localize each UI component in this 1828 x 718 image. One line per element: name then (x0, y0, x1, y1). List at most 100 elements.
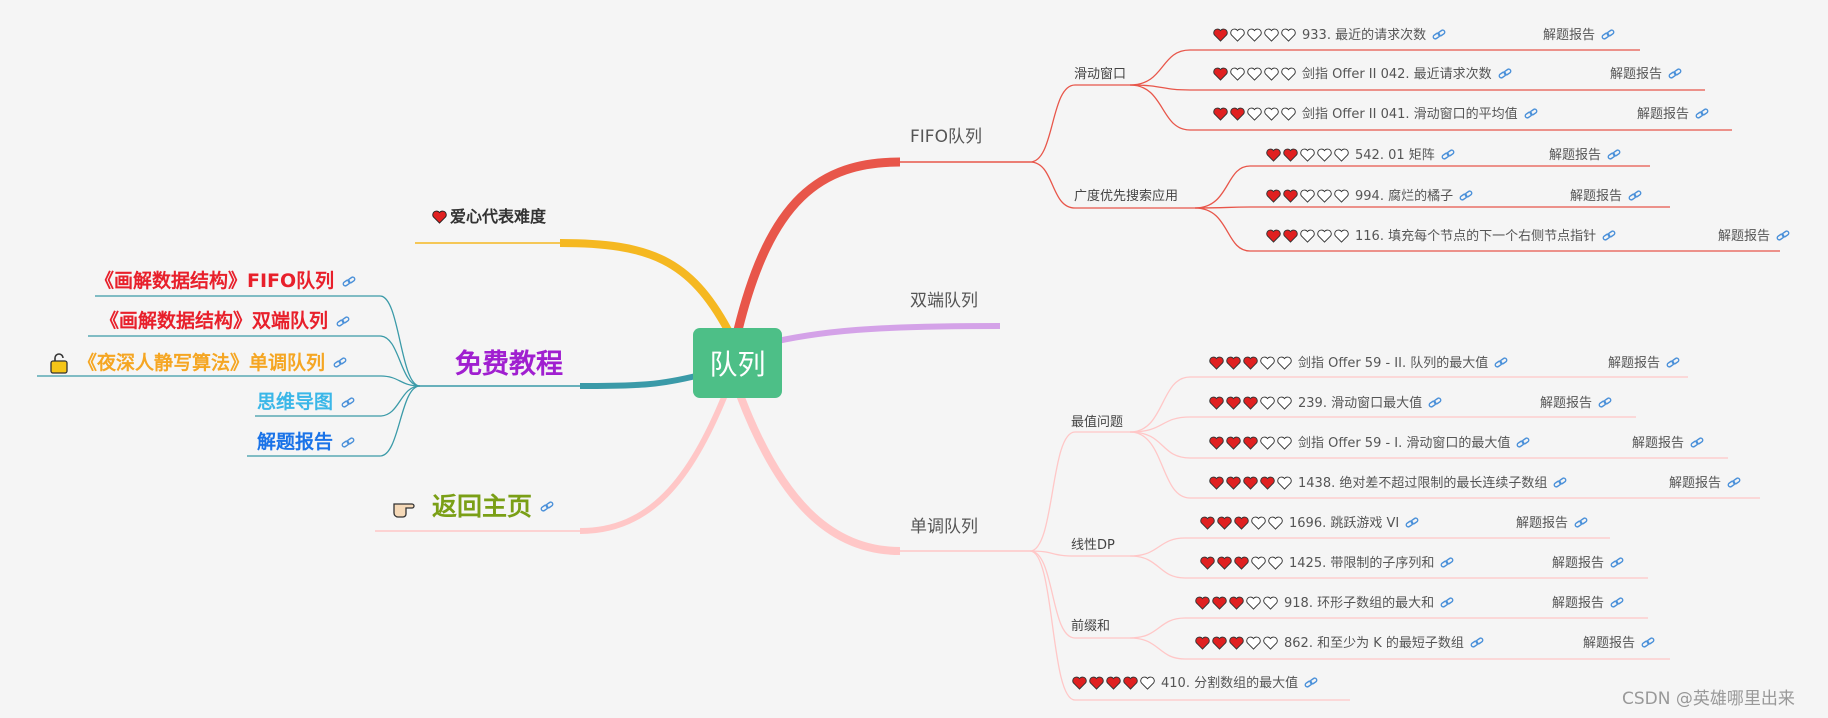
problem-item[interactable]: 116. 填充每个节点的下一个右侧节点指针 (1266, 229, 1616, 243)
problem-item[interactable]: 剑指 Offer II 042. 最近请求次数 (1213, 67, 1512, 81)
heart-empty-icon (1334, 229, 1349, 243)
link-icon[interactable] (1695, 107, 1709, 121)
heart-empty-icon (1300, 148, 1315, 162)
link-icon[interactable] (1690, 436, 1704, 450)
problem-item[interactable]: 239. 滑动窗口最大值 (1209, 396, 1442, 410)
report-link[interactable]: 解题报告 (1516, 516, 1588, 530)
link-icon[interactable] (333, 356, 347, 370)
report-link[interactable]: 解题报告 (1632, 436, 1704, 450)
report-link[interactable]: 解题报告 (1543, 28, 1615, 42)
tutorial-link-fifo[interactable]: 《画解数据结构》FIFO队列 (95, 272, 356, 291)
home-link[interactable]: 返回主页 (392, 494, 554, 519)
branch-mono[interactable]: 单调队列 (910, 517, 978, 537)
link-icon[interactable] (1405, 516, 1419, 530)
report-link[interactable]: 解题报告 (1570, 189, 1642, 203)
problem-item[interactable]: 994. 腐烂的橘子 (1266, 189, 1473, 203)
report-label: 解题报告 (1540, 395, 1593, 411)
problem-item[interactable]: 862. 和至少为 K 的最短子数组 (1195, 636, 1484, 650)
heart-filled-icon (1195, 636, 1210, 650)
report-link[interactable]: 解题报告 (1669, 476, 1741, 490)
report-link[interactable]: 解题报告 (1608, 356, 1680, 370)
link-icon[interactable] (1610, 596, 1624, 610)
link-icon[interactable] (1440, 596, 1454, 610)
tutorial-link-deque[interactable]: 《画解数据结构》双端队列 (100, 312, 350, 331)
report-link[interactable]: 解题报告 (1552, 556, 1624, 570)
branch-fifo[interactable]: FIFO队列 (910, 127, 982, 147)
report-link[interactable]: 解题报告 (1549, 148, 1621, 162)
heart-empty-icon (1251, 516, 1266, 530)
report-link[interactable]: 解题报告 (1610, 67, 1682, 81)
heart-filled-icon (1243, 436, 1258, 450)
report-label: 解题报告 (1637, 106, 1690, 122)
link-icon[interactable] (1304, 676, 1318, 690)
link-icon[interactable] (1516, 436, 1530, 450)
link-icon[interactable] (1628, 189, 1642, 203)
root-node[interactable]: 队列 (693, 328, 782, 398)
link-icon[interactable] (1727, 476, 1741, 490)
tutorial-link-reports[interactable]: 解题报告 (257, 433, 355, 452)
problem-item[interactable]: 剑指 Offer II 041. 滑动窗口的平均值 (1213, 107, 1538, 121)
link-icon[interactable] (1668, 67, 1682, 81)
link-icon[interactable] (1459, 189, 1473, 203)
sub-bfs[interactable]: 广度优先搜索应用 (1074, 189, 1179, 204)
problem-item[interactable]: 410. 分割数组的最大值 (1072, 676, 1318, 690)
report-link[interactable]: 解题报告 (1718, 229, 1790, 243)
link-icon[interactable] (1666, 356, 1680, 370)
link-icon[interactable] (1440, 556, 1454, 570)
difficulty-hearts (1266, 229, 1349, 243)
link-icon[interactable] (1607, 148, 1621, 162)
sub-prefix-sum[interactable]: 前缀和 (1071, 619, 1111, 634)
link-icon[interactable] (341, 436, 355, 450)
link-icon[interactable] (1441, 148, 1455, 162)
link-icon[interactable] (1641, 636, 1655, 650)
problem-item[interactable]: 542. 01 矩阵 (1266, 148, 1455, 162)
legend-heart-difficulty: 爱心代表难度 (432, 209, 546, 225)
link-icon[interactable] (1432, 28, 1446, 42)
report-link[interactable]: 解题报告 (1540, 396, 1612, 410)
link-icon[interactable] (1776, 229, 1790, 243)
link-icon[interactable] (1553, 476, 1567, 490)
heart-empty-icon (1247, 28, 1262, 42)
problem-item[interactable]: 剑指 Offer 59 - II. 队列的最大值 (1209, 356, 1508, 370)
sub-linear-dp[interactable]: 线性DP (1071, 538, 1115, 553)
problem-item[interactable]: 933. 最近的请求次数 (1213, 28, 1446, 42)
link-icon[interactable] (341, 396, 355, 410)
link-icon[interactable] (1602, 229, 1616, 243)
heart-filled-icon (1283, 148, 1298, 162)
problem-item[interactable]: 1696. 跳跃游戏 VI (1200, 516, 1419, 530)
problem-item[interactable]: 918. 环形子数组的最大和 (1195, 596, 1454, 610)
heart-empty-icon (1334, 148, 1349, 162)
link-icon[interactable] (1601, 28, 1615, 42)
tutorial-link-mindmap[interactable]: 思维导图 (257, 393, 355, 412)
link-icon[interactable] (1470, 636, 1484, 650)
heart-filled-icon (1213, 107, 1228, 121)
heart-filled-icon (1217, 516, 1232, 530)
link-icon[interactable] (342, 275, 356, 289)
problem-title: 1438. 绝对差不超过限制的最长连续子数组 (1298, 475, 1548, 491)
sub-max-value[interactable]: 最值问题 (1071, 415, 1124, 430)
heart-empty-icon (1317, 189, 1332, 203)
link-icon[interactable] (1428, 396, 1442, 410)
heart-filled-icon (1266, 229, 1281, 243)
link-icon[interactable] (1524, 107, 1538, 121)
link-icon[interactable] (540, 500, 554, 514)
sub-sliding-window[interactable]: 滑动窗口 (1074, 67, 1127, 82)
link-icon[interactable] (1498, 67, 1512, 81)
report-link[interactable]: 解题报告 (1552, 596, 1624, 610)
tutorial-link-mono[interactable]: 《夜深人静写算法》单调队列 (48, 352, 347, 374)
link-icon[interactable] (336, 315, 350, 329)
branch-deque[interactable]: 双端队列 (910, 291, 978, 311)
report-link[interactable]: 解题报告 (1583, 636, 1655, 650)
heart-empty-icon (1264, 28, 1279, 42)
problem-item[interactable]: 剑指 Offer 59 - I. 滑动窗口的最大值 (1209, 436, 1530, 450)
problem-item[interactable]: 1425. 带限制的子序列和 (1200, 556, 1454, 570)
report-link[interactable]: 解题报告 (1637, 107, 1709, 121)
heart-filled-icon (1243, 356, 1258, 370)
link-icon[interactable] (1494, 356, 1508, 370)
report-label: 解题报告 (1632, 435, 1685, 451)
link-icon[interactable] (1610, 556, 1624, 570)
difficulty-hearts (1266, 189, 1349, 203)
problem-item[interactable]: 1438. 绝对差不超过限制的最长连续子数组 (1209, 476, 1567, 490)
link-icon[interactable] (1574, 516, 1588, 530)
link-icon[interactable] (1598, 396, 1612, 410)
